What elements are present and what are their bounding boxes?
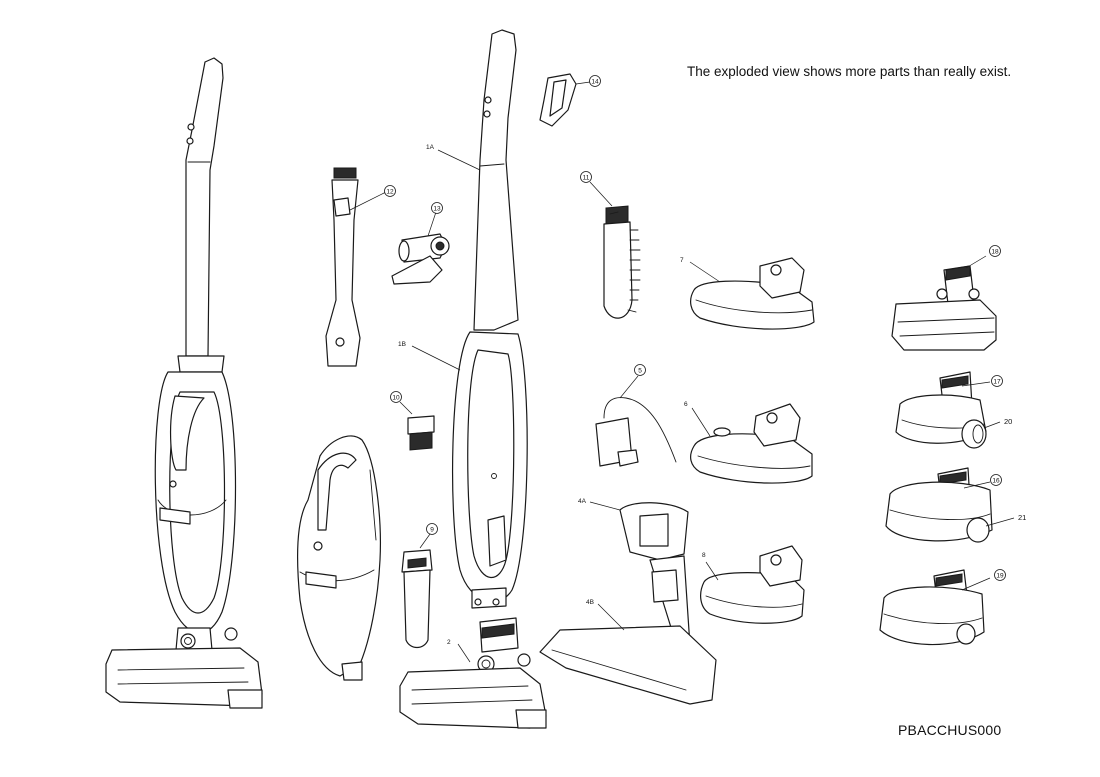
label-1a: 1A	[426, 144, 435, 151]
part-2-floor-nozzle: 2	[399, 617, 547, 729]
label-6: 6	[684, 401, 688, 408]
label-21: 21	[1018, 513, 1026, 522]
part-9-filter: 9	[401, 523, 438, 649]
label-10: 10	[392, 394, 400, 401]
part-17-brush-head: 17 20	[895, 371, 1012, 449]
part-10-brush-insert: 10	[390, 391, 435, 451]
drawing-code: PBACCHUS000	[898, 722, 1002, 738]
label-2: 2	[447, 639, 451, 646]
part-1b-body-frame: 1B	[398, 331, 528, 609]
part-7-nozzle: 7	[680, 257, 815, 330]
label-13: 13	[433, 205, 441, 212]
label-4a: 4A	[578, 498, 587, 505]
label-4b: 4B	[586, 599, 594, 606]
label-20: 20	[1004, 417, 1012, 426]
assembled-vacuum-drawing	[105, 57, 263, 709]
part-16-brush-head: 16 21	[885, 467, 1026, 543]
handheld-unit-drawing	[297, 435, 381, 681]
part-1a-handle: 1A	[426, 29, 519, 331]
part-19-brush-head: 19	[879, 569, 1006, 646]
part-4-charging-stand: 4A 4B	[539, 498, 717, 705]
part-5-charger: 5	[595, 364, 677, 467]
label-17: 17	[993, 378, 1001, 385]
part-18-brush-head: 18	[891, 245, 1001, 351]
label-14: 14	[591, 78, 599, 85]
label-19: 19	[996, 572, 1004, 579]
label-8: 8	[702, 552, 706, 559]
exploded-view-note: The exploded view shows more parts than …	[687, 64, 1012, 79]
part-11-brush-nozzle: 11	[580, 171, 641, 319]
label-7: 7	[680, 257, 684, 264]
label-18: 18	[991, 248, 999, 255]
part-12-crevice-tool: 12	[325, 167, 396, 367]
part-13-adaptor: 13	[391, 202, 450, 285]
part-14-clip: 14	[539, 73, 601, 127]
label-9: 9	[430, 526, 434, 533]
part-6-nozzle: 6	[684, 401, 813, 484]
label-12: 12	[386, 188, 394, 195]
label-11: 11	[583, 174, 590, 181]
label-1b: 1B	[398, 341, 406, 348]
label-5: 5	[638, 367, 642, 374]
part-8-nozzle: 8	[700, 545, 805, 624]
label-16: 16	[992, 477, 1000, 484]
